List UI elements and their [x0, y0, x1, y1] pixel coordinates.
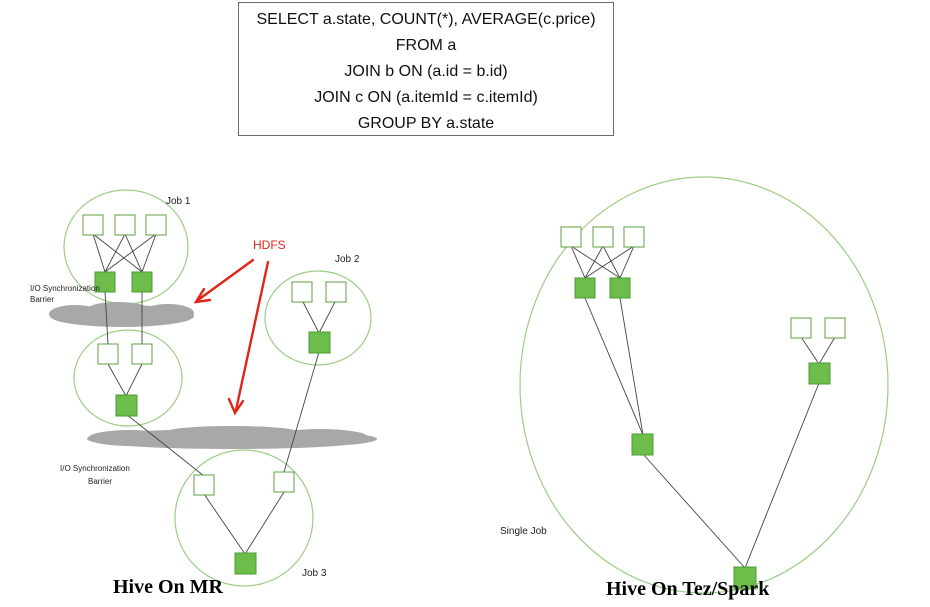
- barrier2-label-line1: I/O Synchronization: [60, 464, 130, 473]
- sql-line: SELECT a.state, COUNT(*), AVERAGE(c.pric…: [256, 11, 596, 28]
- mr-input-node: [273, 471, 295, 493]
- tez-input-node: [790, 317, 812, 339]
- sql-line: GROUP BY a.state: [357, 115, 495, 132]
- mr-process-node: [234, 552, 257, 575]
- barrier1-label-line1: I/O Synchronization: [30, 284, 100, 293]
- mr-edges: [92, 233, 337, 555]
- tez-edges: [570, 245, 836, 569]
- tez-process-node: [808, 362, 831, 385]
- barrier-cloud-1: [49, 302, 194, 327]
- tez-input-node: [560, 226, 582, 248]
- single-job-boundary: [519, 176, 889, 594]
- tez-process-node: [733, 566, 757, 590]
- mr-input-node: [193, 474, 215, 496]
- mr-process-node: [115, 394, 138, 417]
- job2-label: Job 2: [335, 254, 360, 265]
- tez-process-node: [574, 277, 596, 299]
- sql-line: FROM a: [395, 37, 457, 54]
- tez-input-node: [592, 226, 614, 248]
- sql-line: JOIN c ON (a.itemId = c.itemId): [314, 89, 538, 106]
- mr-input-node: [291, 281, 313, 303]
- tez-process-node: [631, 433, 654, 456]
- job1-label: Job 1: [166, 196, 191, 207]
- single-job-label: Single Job: [500, 526, 547, 537]
- barrier1-label-line2: Barrier: [30, 295, 54, 304]
- barrier2-label-line2: Barrier: [88, 477, 112, 486]
- mr-input-node: [145, 214, 167, 236]
- mr-input-node: [131, 343, 153, 365]
- tez-input-node: [824, 317, 846, 339]
- barrier-cloud-2: [87, 426, 377, 449]
- mr-input-node: [97, 343, 119, 365]
- job3-boundary: [174, 449, 314, 587]
- mr-process-nodes: [94, 271, 331, 575]
- mr-input-nodes: [82, 214, 347, 496]
- hive-on-mr-caption: Hive On MR: [113, 576, 223, 598]
- job1-reduce-boundary: [73, 329, 183, 427]
- job3-label: Job 3: [302, 568, 327, 579]
- job2-boundary: [264, 270, 372, 366]
- mr-input-node: [82, 214, 104, 236]
- hive-on-tez-spark-caption: Hive On Tez/Spark: [606, 578, 770, 600]
- mr-input-node: [114, 214, 136, 236]
- mr-input-node: [325, 281, 347, 303]
- sql-query-box: SELECT a.state, COUNT(*), AVERAGE(c.pric…: [238, 2, 614, 136]
- mr-process-node: [94, 271, 116, 293]
- tez-input-nodes: [560, 226, 846, 339]
- mr-process-node: [308, 331, 331, 354]
- tez-process-node: [609, 277, 631, 299]
- hdfs-arrows: [193, 258, 270, 416]
- hdfs-label: HDFS: [253, 238, 286, 252]
- tez-input-node: [623, 226, 645, 248]
- tez-process-nodes: [574, 277, 831, 590]
- mr-process-node: [131, 271, 153, 293]
- sql-line: JOIN b ON (a.id = b.id): [344, 63, 508, 80]
